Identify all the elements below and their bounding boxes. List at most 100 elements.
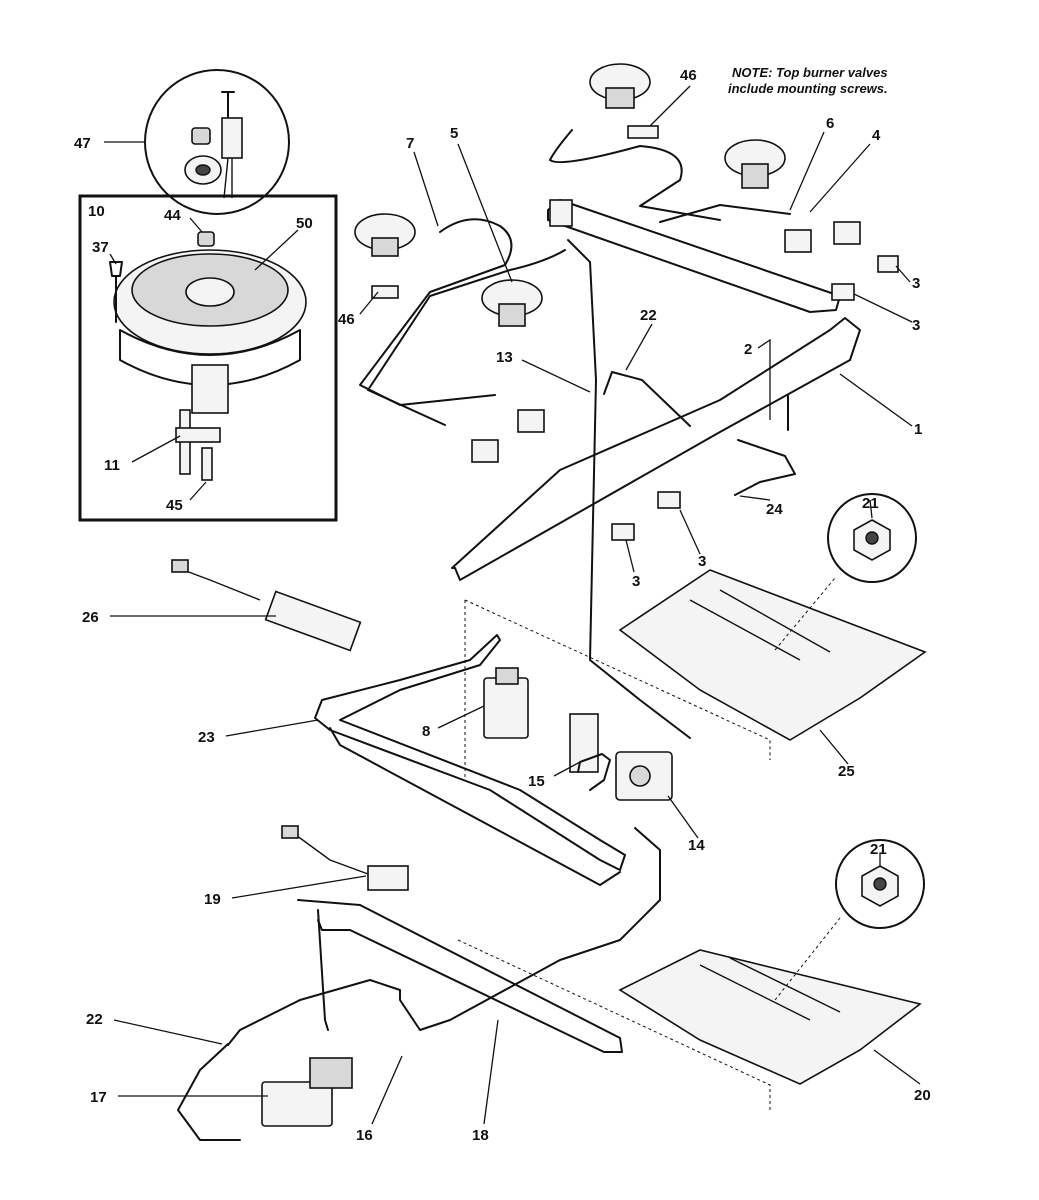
cap-part [191, 127, 211, 145]
tube-13 [567, 239, 691, 739]
callout-5: 5 [450, 125, 458, 142]
burner-center [185, 277, 235, 307]
callout-11: 11 [104, 457, 120, 474]
ring-hole [195, 164, 211, 176]
burner-rear-body [605, 87, 635, 109]
tube-24 [734, 439, 796, 496]
valve-left-1 [471, 439, 499, 463]
tube-22-bottom [317, 909, 329, 1031]
tube-5 [367, 249, 566, 426]
nut-21-b-hole [873, 877, 887, 891]
bracket-46-right [627, 125, 659, 139]
tube-23 [314, 634, 626, 871]
leader-23 [225, 719, 319, 737]
bracket-15 [569, 713, 599, 773]
leader-8 [437, 705, 485, 729]
manifold-inlet [549, 199, 573, 227]
tube-22-top [603, 371, 691, 427]
screw-part [221, 91, 235, 119]
valve-17-body [309, 1057, 353, 1089]
baffle-25 [618, 569, 927, 741]
bracket-3d [611, 523, 635, 541]
valve-17 [261, 1081, 333, 1127]
callout-16: 16 [356, 1127, 373, 1144]
tube-4 [659, 204, 791, 223]
note-group: NOTE: Top burner valves include mounting… [728, 65, 888, 96]
callout-46a: 46 [680, 67, 697, 84]
callout-3a: 3 [912, 275, 920, 292]
callout-45: 45 [166, 497, 183, 514]
orifice-44 [197, 231, 215, 247]
leader-22a [625, 323, 653, 371]
screw-37 [109, 261, 123, 323]
callout-3b: 3 [912, 317, 920, 334]
leader-3b [853, 293, 913, 323]
ignitor-8 [483, 677, 529, 739]
tube-16 [227, 827, 661, 1046]
callout-50: 50 [296, 215, 313, 232]
callout-13: 13 [496, 349, 513, 366]
leader-15 [553, 761, 581, 777]
baffle-25-folds [689, 589, 831, 661]
ignitor-19-body [367, 865, 409, 891]
callout-46b: 46 [338, 311, 355, 328]
oven-assembly-group [171, 559, 673, 1141]
callout-26: 26 [82, 609, 99, 626]
callout-24: 24 [766, 501, 783, 518]
leader-13 [521, 359, 591, 393]
bracket-15-foot [577, 753, 611, 791]
callout-47: 47 [74, 135, 91, 152]
inset-detail-group: 10 [78, 69, 338, 522]
electrode-part [221, 117, 243, 159]
callout-44: 44 [164, 207, 181, 224]
nut-21-a-hole [865, 531, 879, 545]
callout-17: 17 [90, 1089, 107, 1106]
leader-14 [667, 795, 699, 839]
leader-20 [873, 1049, 921, 1085]
bracket-11 [175, 427, 221, 443]
nut-21-circle-b [835, 839, 925, 929]
leader-7 [413, 151, 439, 227]
tube-22-loop [177, 1043, 241, 1141]
bracket-3b [831, 283, 855, 301]
leader-46b [359, 291, 379, 315]
leader-25 [819, 729, 849, 765]
leader-22b [113, 1019, 223, 1045]
callout-4: 4 [872, 127, 881, 144]
callout-3c: 3 [698, 553, 706, 570]
callout-3d: 3 [632, 573, 640, 590]
callout-20: 20 [914, 1087, 931, 1104]
ignitor-26-body [264, 590, 362, 652]
dash-line-2 [457, 939, 771, 1110]
burner-skirt [119, 329, 301, 386]
burner-tube-lower [297, 899, 623, 1053]
callout-18: 18 [472, 1127, 489, 1144]
callout-21b: 21 [870, 841, 887, 858]
leader-19 [231, 875, 367, 899]
callout-37: 37 [92, 239, 109, 256]
dash-line-3 [774, 577, 836, 651]
callout-19: 19 [204, 891, 221, 908]
leader-11 [131, 435, 181, 463]
bracket-3c [657, 491, 681, 509]
electrode-wires [223, 157, 233, 199]
callout-25: 25 [838, 763, 855, 780]
callout-6: 6 [826, 115, 834, 132]
ignitor-8-top [495, 667, 519, 685]
callout-8: 8 [422, 723, 430, 740]
leader-16 [371, 1055, 403, 1125]
top-burners-group [354, 63, 786, 327]
leader-4 [809, 143, 871, 213]
burner-stem [191, 364, 229, 414]
leader-1 [839, 373, 913, 427]
callout-labels: 47 44 50 37 11 45 46 46 7 5 6 4 3 3 3 3 … [74, 67, 931, 1144]
baffle-20 [618, 949, 922, 1085]
bracket-46-left [371, 285, 399, 299]
note-line-2: include mounting screws. [728, 81, 888, 96]
nut-21-circle-a [827, 493, 917, 583]
inset-box-10 [78, 194, 338, 522]
manifold-group [359, 129, 899, 739]
leader-2 [757, 338, 771, 420]
leader-18 [483, 1019, 499, 1125]
ignitor-26-wire [177, 567, 261, 601]
